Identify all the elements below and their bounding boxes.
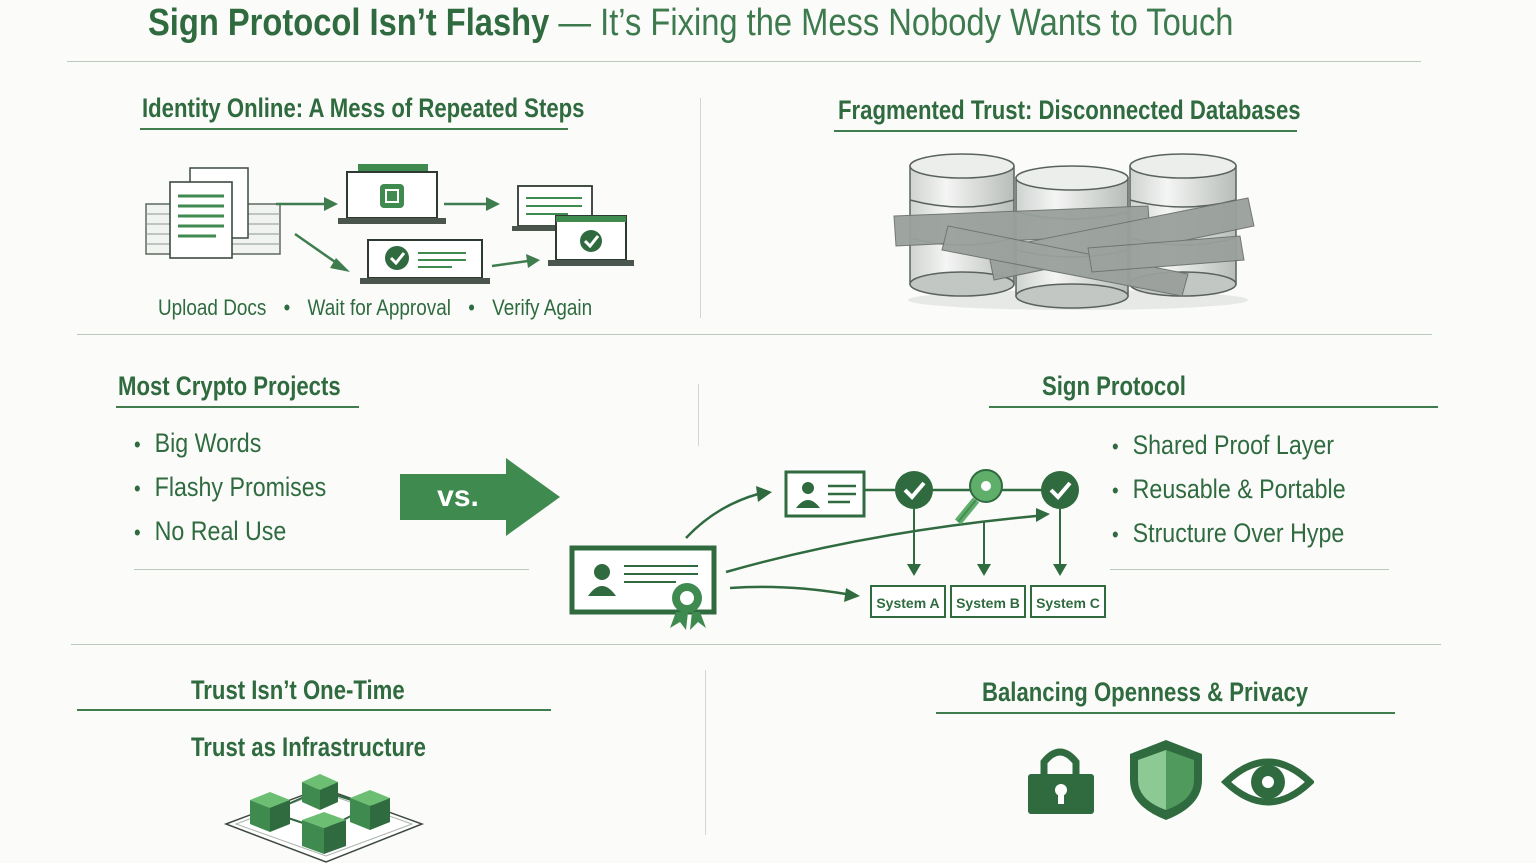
duct-tape — [893, 197, 1255, 297]
vs-label: vs. — [437, 480, 479, 513]
page-title-sub: — It’s Fixing the Mess Nobody Wants to T… — [558, 2, 1234, 44]
page-title: Sign Protocol Isn’t Flashy — It’s Fixing… — [148, 0, 1233, 46]
sign-list: Shared Proof Layer Reusable & Portable S… — [1112, 424, 1384, 556]
sign-item: Shared Proof Layer — [1112, 424, 1346, 468]
flow-arrows — [685, 492, 1037, 596]
arrow-heads — [756, 486, 1050, 602]
databases-taped-illustration — [893, 153, 1255, 310]
crypto-title: Most Crypto Projects — [118, 371, 341, 401]
identity-steps: Upload Docs • Wait for Approval • Verify… — [158, 295, 592, 321]
document-stack-icon — [145, 167, 281, 259]
sign-title: Sign Protocol — [1042, 371, 1186, 401]
step-separator: • — [468, 295, 475, 320]
system-c-box: System C — [1030, 585, 1106, 618]
divider-middle — [698, 384, 699, 446]
block-icon — [302, 812, 346, 854]
block-icon — [302, 774, 338, 810]
crypto-divider — [134, 569, 529, 570]
crypto-list: Big Words Flashy Promises No Real Use — [134, 422, 358, 554]
flow-arrows — [276, 197, 540, 272]
sign-title-underline — [989, 406, 1438, 408]
step-separator: • — [283, 295, 291, 320]
system-c-label: System C — [1036, 595, 1100, 611]
crypto-item: Flashy Promises — [134, 466, 327, 510]
sign-item: Structure Over Hype — [1112, 512, 1346, 556]
header-divider — [67, 61, 1421, 62]
block-icon — [250, 792, 290, 832]
check-node-icon — [895, 471, 933, 509]
system-a-box: System A — [870, 585, 946, 618]
system-b-label: System B — [956, 595, 1020, 611]
system-b-box: System B — [950, 585, 1026, 618]
vs-arrow: vs. — [400, 458, 560, 536]
trust-title: Trust Isn’t One-Time — [191, 675, 405, 705]
credential-card-icon — [569, 545, 717, 630]
down-arrow-heads — [907, 564, 1067, 576]
crypto-title-underline — [116, 406, 359, 408]
system-a-label: System A — [876, 595, 939, 611]
trust-subtitle: Trust as Infrastructure — [191, 732, 427, 762]
laptop-approval-icon — [360, 239, 490, 284]
step-verify-again: Verify Again — [492, 295, 593, 320]
fragmented-title-underline — [834, 130, 1297, 132]
lock-icon — [1028, 748, 1094, 814]
sign-item: Reusable & Portable — [1112, 468, 1346, 512]
crypto-item: No Real Use — [134, 510, 326, 554]
eye-icon — [1220, 758, 1314, 806]
trust-title-underline — [77, 709, 551, 711]
crypto-item: Big Words — [134, 422, 326, 466]
block-icon — [350, 790, 390, 830]
sign-protocol-flow: System A System B System C — [569, 469, 1106, 630]
identity-title: Identity Online: A Mess of Repeated Step… — [142, 93, 585, 123]
fragmented-title: Fragmented Trust: Disconnected Databases — [838, 95, 1301, 125]
id-card-icon — [784, 470, 866, 518]
step-upload-docs: Upload Docs — [158, 295, 267, 320]
balance-title: Balancing Openness & Privacy — [982, 677, 1309, 707]
identity-title-underline — [140, 128, 568, 130]
sign-divider — [1110, 569, 1389, 570]
divider-bottom — [705, 670, 706, 835]
step-wait-approval: Wait for Approval — [307, 295, 451, 320]
divider-row-2 — [71, 644, 1441, 645]
infrastructure-blocks-illustration — [223, 774, 425, 863]
check-node-icon — [1041, 471, 1079, 509]
page-title-main: Sign Protocol Isn’t Flashy — [148, 2, 550, 44]
shield-icon — [1130, 740, 1202, 820]
balance-title-underline — [936, 712, 1395, 714]
identity-flow-diagram — [145, 164, 634, 284]
divider-top — [700, 98, 701, 318]
divider-row-1 — [77, 334, 1432, 335]
laptop-verify-icon — [512, 185, 634, 266]
down-arrows — [913, 509, 1061, 566]
privacy-icons — [1028, 740, 1314, 820]
laptop-upload-icon — [338, 164, 446, 224]
key-icon — [954, 469, 1003, 525]
